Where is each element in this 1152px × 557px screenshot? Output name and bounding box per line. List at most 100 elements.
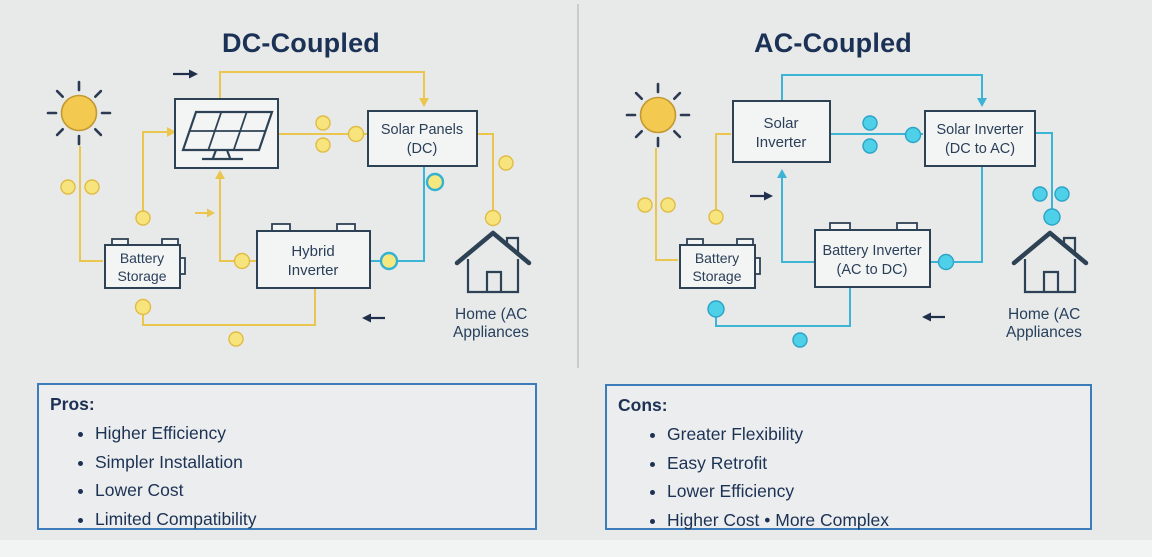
flow-dot-icon (792, 332, 808, 348)
flow-dot-icon (1043, 208, 1061, 226)
battery-inverter-label: Battery Inverter (822, 243, 921, 259)
arrow-right-icon (764, 191, 773, 201)
flow-dot-icon (347, 125, 365, 143)
dc-wire-hybrid-bottom (142, 288, 316, 326)
flow-dot-icon (904, 126, 922, 144)
solar-panels-label: (DC) (407, 141, 438, 157)
flow-dot-icon (660, 197, 676, 213)
dc-wire-panel-top (219, 71, 425, 99)
solar-inverter-box (732, 100, 831, 163)
pros-item: Lower Cost (95, 476, 535, 505)
sun-icon (46, 80, 112, 146)
house-icon (1014, 233, 1086, 292)
hybrid-inverter-box (256, 223, 371, 289)
hybrid-inverter-label: Inverter (288, 262, 339, 279)
arrow-left-icon (922, 312, 931, 322)
flow-dot-icon (315, 137, 331, 153)
dc-diagram: Solar Panels (DC) Battery Storage Hybrid… (46, 69, 529, 347)
home-caption: Appliances (1006, 324, 1082, 341)
pros-title: Pros: (50, 394, 95, 414)
pros-item: Simpler Installation (95, 448, 535, 477)
cons-item: Greater Flexibility (667, 420, 1090, 449)
dc-wire-ac-out (371, 166, 425, 262)
flow-dot-icon (233, 252, 251, 270)
sun-icon (625, 82, 691, 148)
ac-wire-batinv-bottom (715, 287, 851, 327)
pros-item: Limited Compatibility (95, 505, 535, 534)
solar-panels-dc-box (367, 110, 478, 167)
cons-list: Greater Flexibility Easy Retrofit Lower … (607, 420, 1090, 534)
arrow-right-icon (167, 127, 176, 137)
hybrid-inverter-label: Hybrid (291, 243, 334, 260)
arrow-right-icon (189, 69, 198, 79)
flow-dot-icon (707, 300, 725, 318)
solar-panel-icon (174, 98, 279, 169)
flow-dot-icon (315, 115, 331, 131)
dc-wire-dcbox-to-home (477, 133, 494, 211)
cons-item: Lower Efficiency (667, 477, 1090, 506)
ac-diagram: Solar Inverter Solar Inverter (DC to AC)… (625, 74, 1086, 348)
home-caption: Home (AC (455, 306, 527, 323)
home-caption: Home (AC (1008, 306, 1080, 323)
dc-coupled-title: DC-Coupled (222, 28, 380, 59)
solar-inverter-label: Solar (763, 115, 798, 132)
arrow-left-icon (362, 313, 371, 323)
battery-terminal (896, 222, 918, 231)
ac-wire-sun-to-battery (655, 148, 678, 261)
bottom-band (0, 540, 1152, 557)
arrow-right-icon (207, 208, 215, 218)
ac-flow-dots (637, 115, 1070, 348)
home-caption: Appliances (453, 324, 529, 341)
flow-dot-icon (425, 172, 445, 192)
arrow-down-icon (977, 98, 987, 107)
ac-wire-inverter-top (781, 74, 983, 101)
ac-wire-batinv-to-dcac (929, 167, 983, 263)
cons-item: Easy Retrofit (667, 449, 1090, 478)
solar-panels-label: Solar Panels (381, 122, 463, 138)
battery-terminal (829, 222, 851, 231)
ac-wire-dcac-to-home (1035, 132, 1053, 210)
pros-list: Higher Efficiency Simpler Installation L… (39, 419, 535, 533)
arrow-down-icon (419, 98, 429, 107)
solar-inverter-dcac-label: Solar Inverter (936, 122, 1023, 138)
flow-dot-icon (84, 179, 100, 195)
flow-dot-icon (228, 331, 244, 347)
battery-terminal (336, 223, 356, 232)
ac-coupled-title: AC-Coupled (754, 28, 912, 59)
ac-wire-batinv-to-inverter (781, 177, 815, 263)
cons-item: Higher Cost • More Complex (667, 506, 1090, 535)
flow-dot-icon (379, 251, 399, 271)
battery-inverter-label: (AC to DC) (837, 262, 908, 278)
flow-dot-icon (708, 209, 724, 225)
solar-inverter-label: Inverter (756, 134, 807, 151)
battery-inverter-body (814, 229, 931, 288)
flow-dot-icon (60, 179, 76, 195)
battery-storage-label: Storage (692, 268, 741, 284)
ac-labels: Solar Inverter Solar Inverter (DC to AC)… (692, 115, 1082, 341)
flow-dot-icon (498, 155, 514, 171)
ac-wire-battery-to-inverter (715, 133, 731, 222)
flow-dot-icon (484, 209, 502, 227)
flow-dot-icon (134, 298, 152, 316)
dc-flow-dots (60, 115, 514, 347)
solar-panel-frame (174, 98, 279, 169)
solar-panel-stand (202, 149, 243, 161)
flow-dot-icon (937, 253, 955, 271)
solar-inverter-dcac-box (924, 110, 1036, 167)
solar-panel-grid (189, 111, 266, 151)
flow-dot-icon (862, 115, 878, 131)
hybrid-inverter-body (256, 230, 371, 289)
flow-dot-icon (637, 197, 653, 213)
flow-dot-icon (1054, 186, 1070, 202)
ac-flow-arrows (750, 191, 945, 322)
battery-storage-label: Battery (120, 250, 164, 266)
cons-box: Cons: Greater Flexibility Easy Retrofit … (605, 384, 1092, 530)
dc-labels: Solar Panels (DC) Battery Storage Hybrid… (117, 122, 529, 341)
battery-inverter-box (814, 222, 931, 288)
flow-dot-icon (862, 138, 878, 154)
dc-wire-feed-hybrid (219, 178, 256, 262)
solar-inverter-dcac-label: (DC to AC) (945, 141, 1015, 157)
center-divider (577, 4, 579, 368)
